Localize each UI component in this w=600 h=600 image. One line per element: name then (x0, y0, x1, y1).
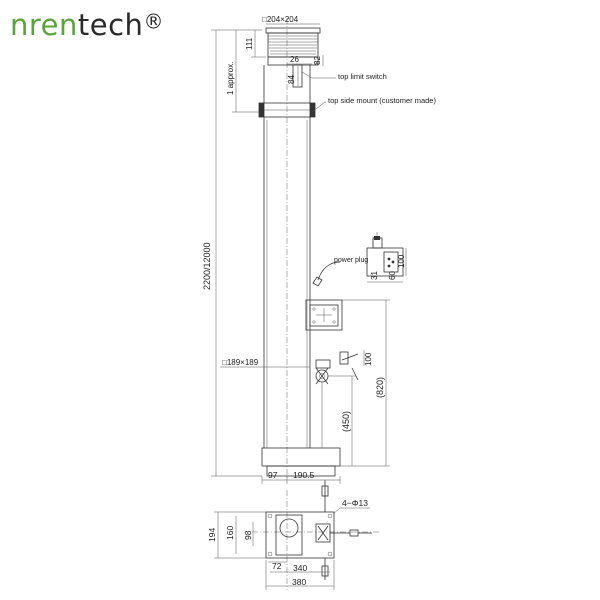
dim-72: 72 (272, 561, 282, 571)
top-cap (265, 27, 321, 34)
base-plan-view: 4−Φ13 194 160 98 72 340 380 (207, 480, 380, 590)
dim-98: 98 (243, 530, 253, 540)
dim-82: 82 (313, 56, 322, 65)
control-box (305, 299, 343, 331)
power-plug-label: power plug (334, 257, 368, 264)
brand-logo: nrentech® (10, 8, 163, 42)
dim-340: 340 (293, 563, 307, 573)
dim-111: 111 (245, 37, 254, 50)
top-side-mount-label: top side mount (customer made) (328, 96, 436, 105)
mast-elevation (258, 18, 404, 478)
dim-97: 97 (268, 470, 278, 480)
top-limit-switch-label: top limit switch (338, 72, 387, 81)
base-collar (261, 447, 341, 467)
dim-100-crank: 100 (364, 352, 373, 366)
top-limit-switch (292, 64, 303, 88)
winch-bracket (315, 359, 331, 369)
dim-194: 194 (207, 528, 217, 542)
dim-60: 60 (388, 271, 397, 280)
control-panel (309, 304, 339, 327)
registered-mark: ® (143, 9, 164, 34)
base-plate (265, 511, 335, 559)
brand-logo-dark: tech (77, 8, 144, 42)
power-plug-cable (317, 261, 341, 281)
base-flange (266, 465, 336, 477)
dim-820: (820) (375, 377, 385, 398)
mast-section-plan (275, 514, 303, 556)
dim-approx: 1 approx. (226, 62, 235, 95)
dim-160: 160 (225, 526, 235, 540)
dim-100-box: 100 (397, 254, 406, 268)
top-square-label: □204×204 (262, 15, 299, 24)
crank-handle (341, 353, 359, 361)
power-plug (312, 276, 323, 287)
mid-square-label: □189×189 (222, 358, 259, 367)
dim-450: (450) (341, 411, 351, 432)
dim-84: 84 (287, 75, 296, 84)
dim-380: 380 (292, 577, 306, 587)
remote-control-box (366, 247, 404, 277)
brand-logo-green: nren (10, 8, 78, 42)
dim-31: 31 (370, 271, 379, 280)
dim-total-height: 2200/12000 (202, 242, 212, 290)
dim-190-5: 190.5 (293, 470, 315, 480)
elevation-dimensions: 2200/12000 1 approx. 111 □204×204 26 82 … (202, 15, 436, 484)
holes-label: 4−Φ13 (342, 498, 368, 508)
dim-26: 26 (290, 55, 299, 64)
